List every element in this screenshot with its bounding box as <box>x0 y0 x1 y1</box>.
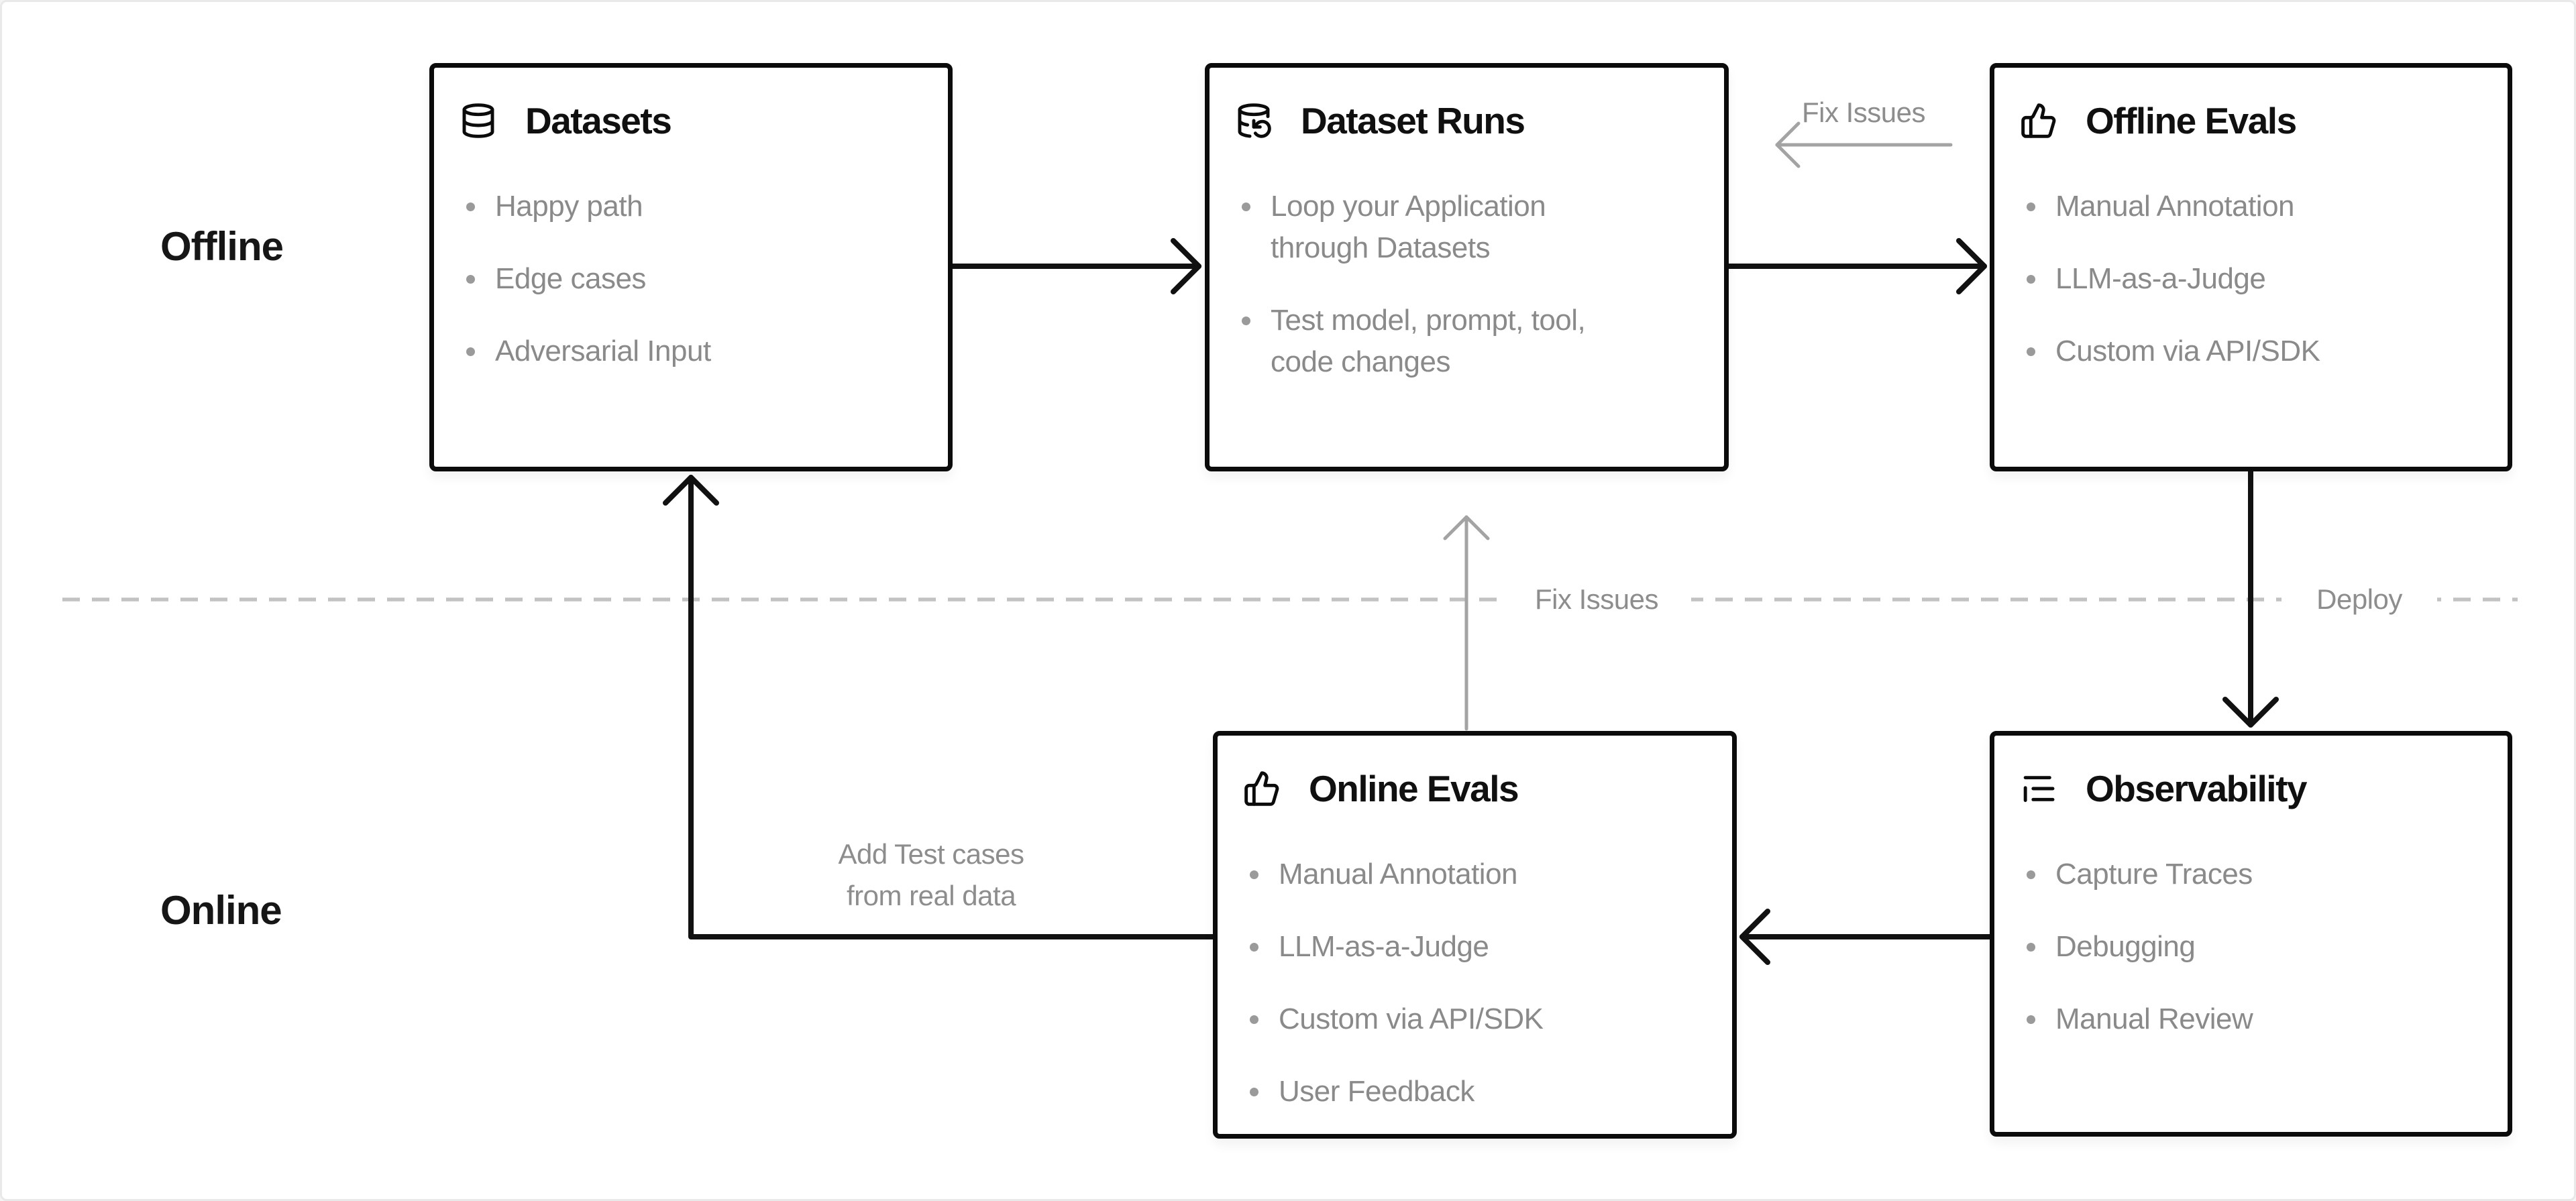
bullet-dot <box>466 275 475 284</box>
list-item: Adversarial Input <box>466 331 924 372</box>
datasets-box: Datasets Happy path Edge cases Adversari… <box>429 63 953 471</box>
box-title: Observability <box>2086 768 2307 809</box>
bullet-dot <box>1242 203 1250 211</box>
observability-list: Capture Traces Debugging Manual Review <box>1994 854 2508 1040</box>
list-item: Manual Annotation <box>1250 854 1708 895</box>
arrow-datasets-to-dataset-runs <box>950 238 1201 294</box>
bullet-dot <box>1250 943 1258 952</box>
arrow-fix-issues-middle <box>1443 515 1490 731</box>
list-item: LLM-as-a-Judge <box>2027 258 2483 300</box>
trace-list-icon <box>2020 770 2057 807</box>
list-item: Manual Annotation <box>2027 186 2483 227</box>
bullet-dot <box>2027 203 2035 211</box>
bullet-dot <box>2027 347 2035 356</box>
arrow-online-evals-to-datasets <box>663 475 1216 939</box>
arrow-fix-issues-top <box>1775 121 1953 168</box>
arrow-deploy <box>2222 469 2279 728</box>
thumbs-up-icon <box>1243 770 1281 807</box>
datasets-list: Happy path Edge cases Adversarial Input <box>434 186 948 372</box>
box-title: Offline Evals <box>2086 100 2297 141</box>
arrow-dataset-runs-to-offline-evals <box>1726 238 1987 294</box>
bullet-dot <box>1250 1015 1258 1024</box>
edge-label-add-test-cases-line1: Add Test cases <box>838 838 1024 870</box>
online-evals-list: Manual Annotation LLM-as-a-Judge Custom … <box>1218 854 1732 1112</box>
box-title: Datasets <box>525 100 672 141</box>
bullet-dot <box>2027 1015 2035 1024</box>
dataset-runs-list: Loop your Application through Datasets T… <box>1210 186 1724 383</box>
list-item: User Feedback <box>1250 1071 1708 1112</box>
lane-label-online: Online <box>160 888 282 933</box>
box-title: Online Evals <box>1309 768 1519 809</box>
offline-evals-box: Offline Evals Manual Annotation LLM-as-a… <box>1990 63 2512 471</box>
bullet-dot <box>2027 943 2035 952</box>
offline-evals-list: Manual Annotation LLM-as-a-Judge Custom … <box>1994 186 2508 372</box>
observability-box: Observability Capture Traces Debugging M… <box>1990 731 2512 1137</box>
database-refresh-icon <box>1235 102 1273 139</box>
dataset-runs-box-header: Dataset Runs <box>1210 68 1724 141</box>
list-item: Custom via API/SDK <box>2027 331 2483 372</box>
list-item: Debugging <box>2027 926 2483 968</box>
list-item: LLM-as-a-Judge <box>1250 926 1708 968</box>
online-evals-box: Online Evals Manual Annotation LLM-as-a-… <box>1213 731 1737 1139</box>
list-item: Edge cases <box>466 258 924 300</box>
bullet-dot <box>2027 870 2035 879</box>
bullet-dot <box>2027 275 2035 284</box>
bullet-dot <box>1250 1088 1258 1096</box>
datasets-box-header: Datasets <box>434 68 948 141</box>
database-icon <box>460 102 497 139</box>
lane-label-offline: Offline <box>160 224 284 269</box>
offline-evals-box-header: Offline Evals <box>1994 68 2508 141</box>
list-item: Loop your Application through Datasets <box>1242 186 1700 269</box>
bullet-dot <box>466 347 475 356</box>
arrow-observability-to-online-evals <box>1739 909 1992 965</box>
list-item: Capture Traces <box>2027 854 2483 895</box>
bullet-dot <box>1242 317 1250 325</box>
bullet-dot <box>466 203 475 211</box>
edge-label-deploy: Deploy <box>2282 579 2437 620</box>
box-title: Dataset Runs <box>1301 100 1525 141</box>
dataset-runs-box: Dataset Runs Loop your Application throu… <box>1205 63 1729 471</box>
observability-box-header: Observability <box>1994 736 2508 809</box>
list-item: Test model, prompt, tool, code changes <box>1242 300 1700 383</box>
list-item: Manual Review <box>2027 998 2483 1040</box>
edge-label-fix-issues-top: Fix Issues <box>1801 97 1926 128</box>
bullet-dot <box>1250 870 1258 879</box>
list-item: Custom via API/SDK <box>1250 998 1708 1040</box>
thumbs-up-icon <box>2020 102 2057 139</box>
online-evals-box-header: Online Evals <box>1218 736 1732 809</box>
list-item: Happy path <box>466 186 924 227</box>
edge-label-add-test-cases: Add Test cases from real data <box>740 834 1122 917</box>
edge-label-fix-issues-middle: Fix Issues <box>1502 579 1691 620</box>
edge-label-add-test-cases-line2: from real data <box>846 880 1016 911</box>
